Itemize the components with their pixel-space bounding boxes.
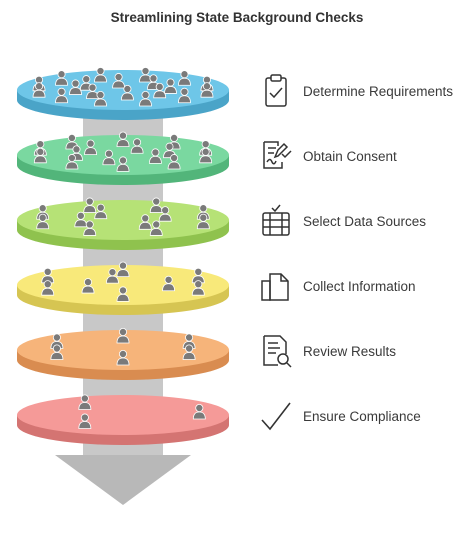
signature-document-icon [263,141,292,169]
person-icon [83,220,97,236]
checkmark-icon [261,402,291,431]
person-icon [130,138,144,154]
person-icon [32,82,46,98]
person-icon [36,213,50,230]
person-icon [65,154,79,170]
person-icon [41,280,55,296]
person-icon [164,78,177,94]
person-icon [65,133,79,150]
person-icon [158,206,172,222]
person-icon [116,349,130,366]
person-icon [149,148,162,164]
person-icon [116,156,130,172]
person-icon [116,327,130,344]
person-icon [78,413,92,429]
person-icon [69,79,82,95]
person-icon [86,83,99,100]
person-icon [178,70,191,86]
person-icon [116,261,130,277]
step-label-determine-requirements: Determine Requirements [303,84,454,99]
person-icon [121,84,134,101]
person-icon [106,268,119,284]
person-icon [50,344,64,360]
person-icon [55,87,68,104]
person-icon [41,267,55,284]
person-icon [102,149,116,166]
person-icon [116,286,130,302]
layer-disc-6 [17,394,229,445]
step-label-obtain-consent: Obtain Consent [303,149,397,164]
person-icon [199,147,213,164]
step-label-ensure-compliance: Ensure Compliance [303,409,421,424]
layer-disc-2 [17,131,229,185]
person-icon [138,214,152,230]
person-icon [84,139,97,155]
down-arrow [55,455,191,505]
database-checklist-icon [262,204,290,236]
person-icon [182,344,196,360]
step-label-select-data-sources: Select Data Sources [303,214,427,229]
person-icon [94,203,108,220]
person-icon [192,403,206,420]
clipboard-check-icon [265,74,287,107]
person-icon [153,82,167,99]
layer-disc-5 [17,327,229,380]
person-icon [191,280,205,296]
person-icon [112,73,125,89]
person-icon [83,197,97,213]
person-icon [167,154,181,170]
layer-disc-4 [17,261,229,315]
person-icon [139,90,152,107]
person-icon [55,70,68,86]
person-icon [191,267,205,284]
person-icon [81,278,95,294]
person-icon [139,67,152,83]
person-icon [78,394,92,410]
step-label-review-results: Review Results [303,344,397,359]
person-icon [33,147,47,164]
document-search-icon [263,335,292,368]
page-title: Streamlining State Background Checks [110,10,364,25]
person-icon [94,67,107,83]
person-icon [178,87,191,104]
stacked-documents-icon [261,273,289,301]
person-icon [200,82,214,98]
step-label-collect-information: Collect Information [303,279,416,294]
person-icon [162,275,175,292]
person-icon [149,220,163,236]
layer-disc-1 [17,67,229,120]
person-icon [94,90,107,107]
layer-disc-3 [17,197,229,250]
person-icon [116,131,130,147]
person-icon [196,213,210,230]
